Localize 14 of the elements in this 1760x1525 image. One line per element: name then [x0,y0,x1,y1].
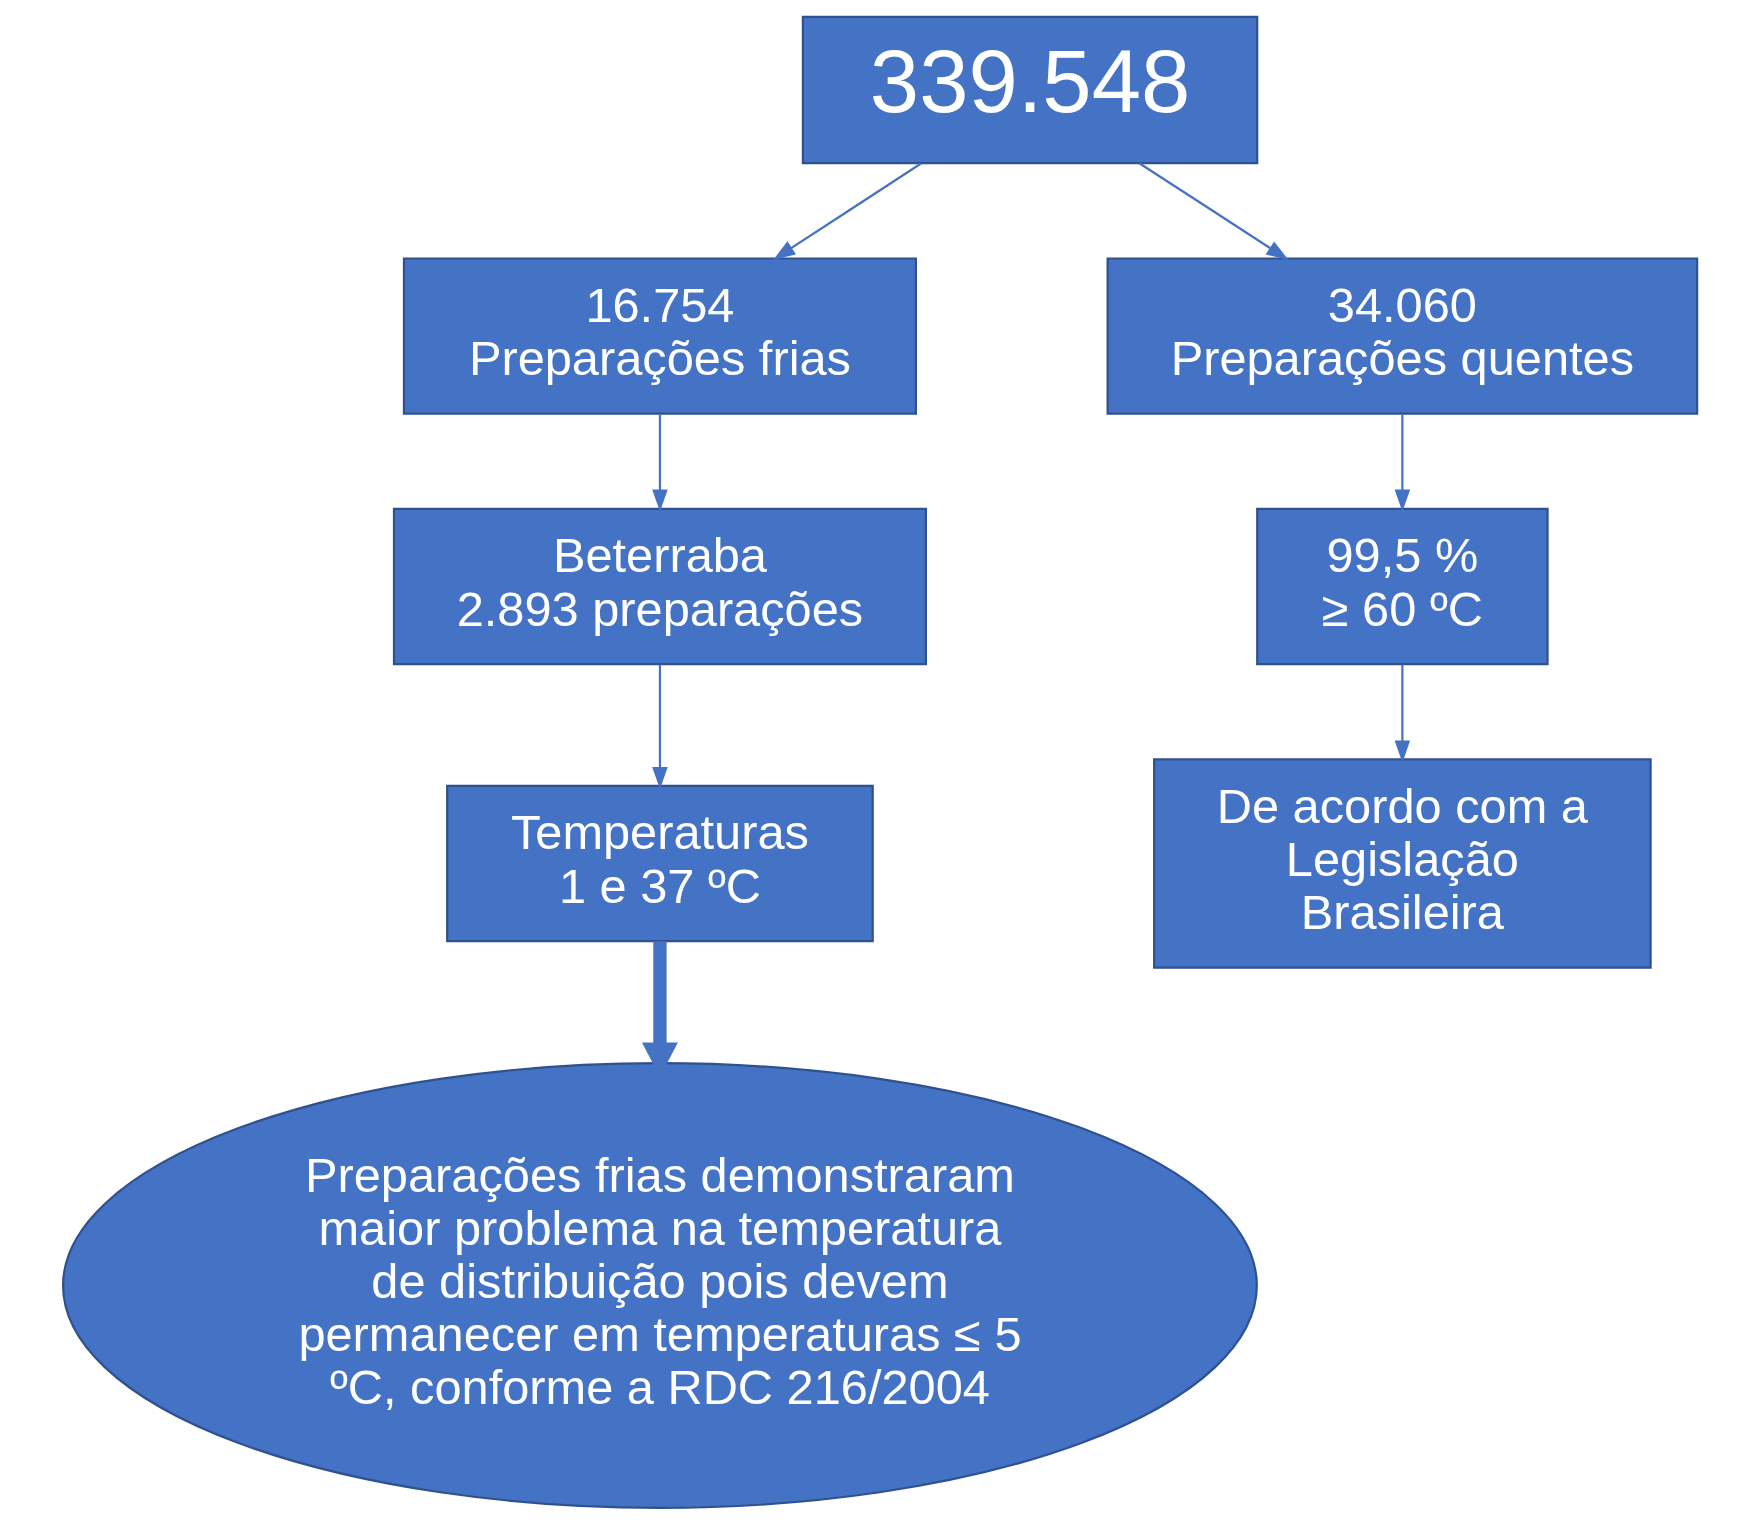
node-box: Beterraba 2.893 preparações [392,507,927,666]
arrow [773,162,922,260]
node-box: Temperaturas 1 e 37 ºC [446,784,874,943]
node-box: 34.060 Preparações quentes [1106,257,1699,415]
node-box: 339.548 [801,15,1259,165]
arrow [1394,664,1411,763]
node-box: De acordo com a Legislação Brasileira [1153,758,1652,969]
arrow [652,664,668,790]
arrow [1139,162,1289,260]
arrow [652,414,668,512]
node-ellipse: Preparações frias demonstraram maior problema na temperatura de distribuição pois devem permanecer em temperaturas ≤ 5 ºC, conforme a RDC 216/2004 [61,1062,1258,1509]
node-box: 99,5 % ≥ 60 ºC [1256,507,1549,666]
node-box: 16.754 Preparações frias [402,257,917,415]
arrow [1394,414,1411,512]
